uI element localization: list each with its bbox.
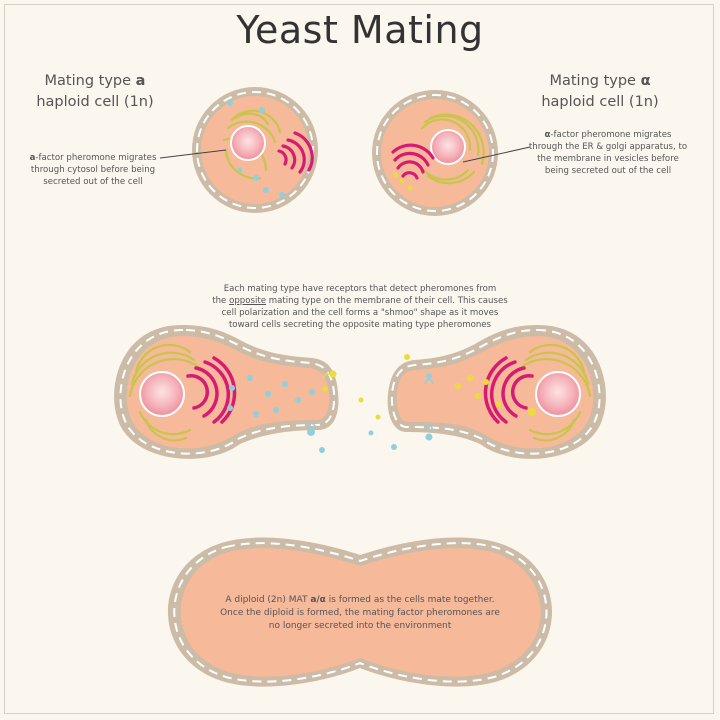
shmoo-a-er bbox=[128, 343, 202, 442]
cell-a-type-prefix: Mating type bbox=[44, 73, 136, 89]
cell-a-leader-line bbox=[159, 149, 227, 159]
cell-a-nucleus bbox=[230, 125, 266, 161]
cell-alpha-label: Mating type α haploid cell (1n) bbox=[520, 71, 680, 113]
cell-a-pheromones bbox=[227, 100, 285, 198]
receptor-right bbox=[423, 378, 434, 431]
cell-a-haploid-label: haploid cell (1n) bbox=[36, 94, 154, 110]
cell-a-note-line2: through cytosol before being bbox=[30, 165, 156, 175]
cell-a-note-symbol: a bbox=[29, 153, 36, 163]
shmoo-alpha-vesicles bbox=[455, 375, 536, 416]
cell-alpha-note: α-factor pheromone migrates through the … bbox=[520, 129, 696, 177]
shmoo-a-pheromones bbox=[227, 375, 315, 417]
cell-alpha-er bbox=[420, 113, 485, 185]
cell-a-note: a-factor pheromone migrates through cyto… bbox=[18, 152, 168, 188]
shmoo-note-line3: cell polarization and the cell forms a "… bbox=[221, 308, 499, 318]
shmoo-alpha-golgi bbox=[483, 356, 534, 424]
cell-alpha-golgi bbox=[391, 143, 435, 180]
pheromone-a-released bbox=[307, 428, 397, 453]
cell-alpha-haploid-label: haploid cell (1n) bbox=[541, 94, 659, 110]
diploid-note-line1-pre: A diploid (2n) MAT bbox=[225, 595, 311, 605]
cell-a-type-symbol: a bbox=[135, 73, 146, 89]
cell-a-note-rest: -factor pheromone migrates bbox=[35, 153, 157, 163]
figure-frame bbox=[4, 4, 714, 714]
shmoo-note-line2-pre: the bbox=[212, 296, 230, 306]
cell-a-note-line3: secreted out of the cell bbox=[43, 177, 143, 187]
cell-alpha-type-symbol: α bbox=[640, 73, 651, 89]
cell-alpha-haploid bbox=[372, 90, 498, 216]
cell-a-haploid bbox=[192, 87, 318, 213]
receptor-left-blue bbox=[306, 422, 317, 429]
cell-alpha-note-line2: through the ER & golgi apparatus, to bbox=[528, 142, 688, 152]
shmoo-note-line1: Each mating type have receptors that det… bbox=[223, 284, 497, 294]
shmoo-alpha-nucleus bbox=[535, 371, 581, 417]
shmoo-note-line2-post: mating type on the membrane of their cel… bbox=[266, 296, 508, 306]
pheromone-a-near-right bbox=[425, 373, 433, 441]
cell-alpha-note-symbol: α bbox=[544, 130, 551, 140]
cell-alpha-note-line3: the membrane in vesicles before bbox=[537, 154, 679, 164]
shmoo-note-line4: toward cells secreting the opposite mati… bbox=[228, 320, 492, 330]
shmoo-alpha-er bbox=[518, 343, 592, 442]
cell-alpha-leader-line bbox=[462, 146, 531, 163]
diploid-note-line1-post: is formed as the cells mate together. bbox=[325, 595, 495, 605]
cell-alpha-type-prefix: Mating type bbox=[549, 73, 641, 89]
cell-alpha-note-rest: -factor pheromone migrates bbox=[550, 130, 672, 140]
shmoo-a-nucleus bbox=[139, 371, 185, 417]
diploid-cell bbox=[167, 537, 553, 687]
cell-a-golgi bbox=[277, 131, 314, 174]
diploid-note: A diploid (2n) MAT a/α is formed as the … bbox=[200, 594, 520, 633]
diploid-note-symbol: a/α bbox=[310, 595, 326, 605]
cell-alpha-note-line4: being secreted out of the cell bbox=[544, 166, 672, 176]
shmoo-note: Each mating type have receptors that det… bbox=[190, 283, 530, 331]
diploid-note-line2: Once the diploid is formed, the mating f… bbox=[220, 608, 500, 618]
cell-a-label: Mating type a haploid cell (1n) bbox=[20, 71, 170, 113]
figure-title: Yeast Mating bbox=[236, 8, 484, 52]
cell-alpha-pheromones bbox=[393, 172, 413, 191]
shmoo-alpha-cell bbox=[387, 325, 606, 459]
cell-alpha-nucleus bbox=[430, 129, 466, 165]
shmoo-note-line2-underlined: opposite bbox=[229, 296, 267, 306]
shmoo-a-cell bbox=[114, 325, 339, 459]
diploid-note-line3: no longer secreted into the environment bbox=[268, 621, 452, 631]
